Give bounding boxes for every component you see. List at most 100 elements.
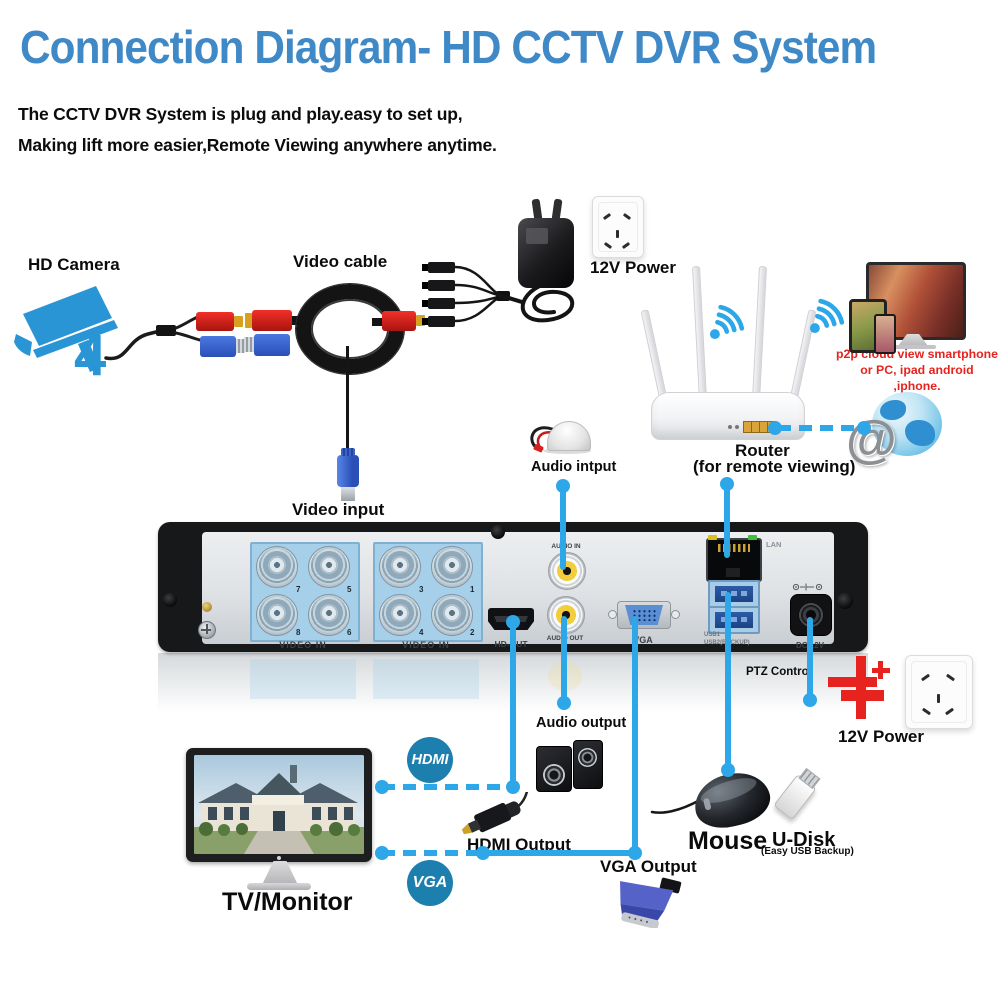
mouse-label: Mouse (688, 827, 768, 855)
bnc-port (308, 594, 350, 636)
at-sign-icon: @ (846, 411, 897, 469)
speaker-icon (573, 740, 603, 789)
power-symbol-icon (828, 677, 877, 687)
dc-power-line (807, 617, 813, 700)
video-input-bnc-icon (337, 448, 359, 501)
bnc-number: 6 (347, 628, 352, 637)
power-symbol-plus (878, 661, 883, 679)
router-icon (651, 392, 805, 440)
dc-polarity-icon (792, 583, 823, 591)
screw-icon (202, 602, 212, 612)
tv-monitor-label: TV/Monitor (222, 888, 353, 916)
screw-icon (198, 621, 216, 639)
vga-screw (608, 610, 617, 619)
remote-pc-base (890, 345, 936, 349)
power-symbol-icon (841, 690, 884, 701)
udisk-icon (773, 773, 817, 821)
hdmi-plug-icon (461, 792, 530, 835)
hdmi-output-label: HDMI Output (467, 835, 571, 854)
socket-hole (622, 212, 632, 221)
remote-pc-stand (898, 334, 928, 346)
wifi-icon (809, 298, 845, 334)
screw-icon (163, 593, 177, 607)
subtitle-line2: Making lift more easier,Remote Viewing a… (18, 135, 497, 155)
adapter-cord-icon (496, 282, 575, 323)
vga-badge: VGA (407, 860, 453, 906)
bnc-plug-blue-male (200, 336, 245, 357)
usb-port-2 (708, 606, 760, 634)
speaker-cone (543, 764, 565, 786)
udisk-label: U-Disk (772, 829, 836, 851)
router-antenna (752, 265, 768, 401)
bnc-number: 7 (296, 585, 301, 594)
bnc-number: 2 (470, 628, 475, 637)
audio-in-port-label: AUDIO IN (551, 543, 581, 550)
bnc-port (431, 594, 473, 636)
audio-out-line (561, 616, 567, 703)
bnc-number: 8 (296, 628, 301, 637)
smartphone-icon (874, 314, 896, 354)
usb-port-1 (708, 580, 760, 608)
power-adapter-icon (518, 218, 574, 288)
link-dot (556, 479, 570, 493)
camera-channel-count: 4 (74, 323, 107, 388)
usb2-label: USB2(BACKUP) (704, 640, 774, 646)
socket-hole (602, 212, 612, 221)
lan-port (706, 538, 762, 582)
cable-stub (372, 318, 382, 326)
screw-icon (491, 525, 505, 539)
socket-hole (920, 673, 931, 682)
wall-socket-icon (592, 196, 644, 258)
tv-camera-dot (277, 856, 281, 860)
bnc-port (379, 594, 421, 636)
bnc-panel-1: 7 5 8 6 (250, 542, 360, 642)
video-in-label-1: VIDEO IN (279, 640, 327, 650)
house-photo (194, 755, 364, 854)
socket-hole (937, 694, 940, 703)
bnc-port (256, 546, 298, 588)
lan-label: LAN (766, 540, 782, 549)
power-symbol-icon (856, 656, 866, 719)
link-dot (375, 846, 389, 860)
vga-port-label: VGA (633, 635, 653, 645)
cctv-camera-icon (14, 286, 202, 372)
bnc-plug-blue-female (244, 334, 290, 356)
udisk-sublabel: (Easy USB Backup) (761, 846, 854, 857)
screw-icon (837, 593, 853, 609)
rca-plug-red-female (245, 310, 300, 331)
hdmi-badge: HDMI (407, 737, 453, 783)
router-antenna (640, 309, 668, 403)
bnc-port (256, 594, 298, 636)
video-input-label: Video input (292, 500, 385, 519)
link-dot (857, 421, 871, 435)
link-dot (768, 421, 782, 435)
power-right-label: 12V Power (838, 727, 924, 746)
video-cable-label: Video cable (293, 252, 388, 271)
socket-hole (621, 241, 631, 250)
vga-dashed-line (382, 850, 483, 856)
bnc-number: 4 (419, 628, 424, 637)
audio-mic-icon (547, 421, 591, 451)
speaker-cone (578, 748, 597, 767)
tv-stand-base (247, 883, 311, 890)
link-dot (720, 477, 734, 491)
video-input-cable (346, 346, 349, 458)
bnc-number: 1 (470, 585, 475, 594)
bnc-port (308, 546, 350, 588)
bnc-panel-2: 3 1 4 2 (373, 542, 483, 642)
vga-port (617, 601, 671, 629)
bnc-port (431, 546, 473, 588)
link-dot (375, 780, 389, 794)
speaker-icon (536, 746, 572, 792)
router-sublabel: (for remote viewing) (693, 457, 856, 476)
power-top-label: 12V Power (590, 258, 676, 277)
reflection-ghost (250, 659, 356, 699)
tv-screen (194, 755, 364, 854)
usb1-label: USB1 (704, 632, 721, 638)
link-dot (803, 693, 817, 707)
video-in-label-2: VIDEO IN (402, 640, 450, 650)
router-dot (735, 425, 739, 429)
hd-camera-label: HD Camera (28, 255, 120, 274)
vga-output-label: VGA Output (600, 857, 697, 876)
